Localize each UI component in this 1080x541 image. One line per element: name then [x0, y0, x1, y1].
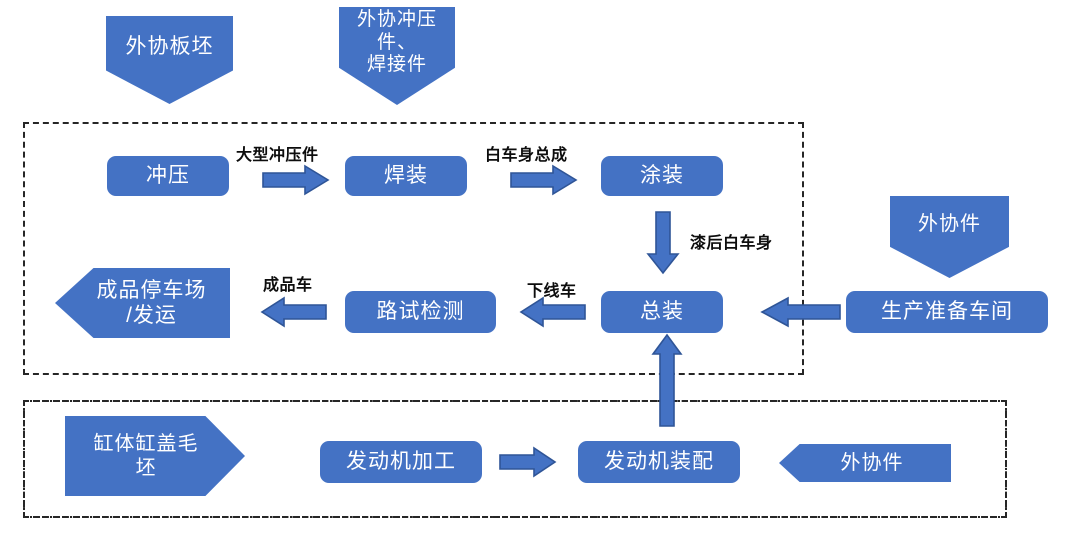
- flow-label-painted-biw: 漆后白车身: [690, 229, 773, 253]
- callout-outsourced-parts-bottom: 外协件: [779, 444, 951, 482]
- process-engine-assembly-label: 发动机装配: [604, 449, 714, 473]
- callout-outsourced-parts-right-label: 外协件: [918, 213, 981, 235]
- arrow-welding-to-painting: [510, 164, 578, 196]
- flow-label-offline-vehicle-text: 下线车: [527, 283, 577, 300]
- process-stamping-label: 冲压: [146, 163, 190, 187]
- process-welding-label: 焊装: [384, 163, 428, 187]
- process-road-test-label: 路试检测: [376, 299, 465, 323]
- process-final-assembly: 总装: [601, 291, 723, 333]
- process-production-prep-shop-label: 生产准备车间: [881, 299, 1013, 323]
- flow-label-offline-vehicle: 下线车: [527, 277, 577, 301]
- arrow-stamping-to-welding: [262, 164, 330, 196]
- process-engine-assembly: 发动机装配: [578, 441, 740, 483]
- callout-outsourced-parts-right: 外协件: [890, 196, 1009, 278]
- callout-outsourced-blank-label: 外协板坯: [125, 35, 214, 59]
- process-painting: 涂装: [601, 156, 723, 196]
- arrow-engine-to-final-assembly: [651, 333, 683, 427]
- arrow-machining-to-engine-assembly: [499, 446, 557, 478]
- zone-vehicle-plant: [23, 122, 804, 375]
- process-painting-label: 涂装: [640, 163, 684, 187]
- flow-label-large-stampings: 大型冲压件: [236, 141, 319, 165]
- arrow-assembly-to-roadtest: [519, 296, 586, 328]
- callout-finished-lot: 成品停车场 /发运: [55, 268, 230, 338]
- process-production-prep-shop: 生产准备车间: [846, 291, 1048, 333]
- callout-outsourced-stamping-welding: 外协冲压件、 焊接件: [339, 7, 455, 105]
- flow-label-biw-assembly: 白车身总成: [485, 141, 568, 165]
- process-engine-machining: 发动机加工: [320, 441, 482, 483]
- callout-outsourced-stamping-welding-label: 外协冲压件、 焊接件: [356, 8, 437, 76]
- flow-label-painted-biw-text: 漆后白车身: [690, 235, 773, 252]
- process-final-assembly-label: 总装: [640, 299, 684, 323]
- flow-label-biw-assembly-text: 白车身总成: [485, 147, 568, 164]
- process-stamping: 冲压: [107, 156, 229, 196]
- arrow-painting-to-assembly: [646, 211, 680, 275]
- callout-block-head-casting-label: 缸体缸盖毛 坯: [93, 433, 199, 479]
- callout-outsourced-blank: 外协板坯: [106, 16, 233, 104]
- callout-outsourced-parts-bottom-label: 外协件: [840, 452, 904, 474]
- zone-engine-plant: [23, 400, 1007, 518]
- flow-label-finished-vehicle-text: 成品车: [263, 277, 313, 294]
- arrow-prep-to-assembly: [760, 296, 841, 328]
- flow-label-finished-vehicle: 成品车: [263, 271, 313, 295]
- arrow-roadtest-to-lot: [260, 296, 327, 328]
- callout-finished-lot-label: 成品停车场 /发运: [96, 278, 207, 327]
- callout-block-head-casting: 缸体缸盖毛 坯: [65, 416, 245, 496]
- flow-label-large-stampings-text: 大型冲压件: [236, 147, 319, 164]
- process-road-test: 路试检测: [345, 291, 496, 333]
- process-welding: 焊装: [345, 156, 467, 196]
- process-engine-machining-label: 发动机加工: [346, 449, 456, 473]
